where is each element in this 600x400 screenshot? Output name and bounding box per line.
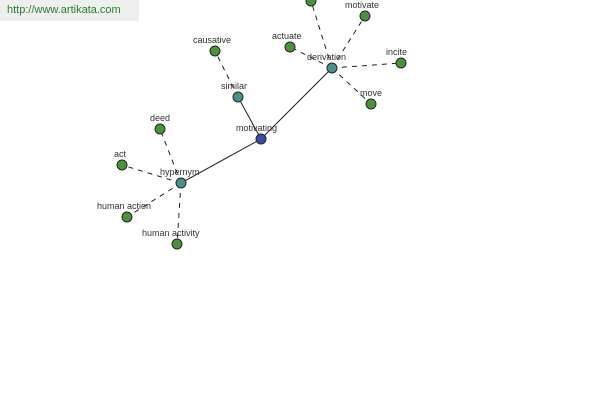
edge-hypernym-human_activity <box>176 182 182 245</box>
node-incite[interactable] <box>395 57 407 69</box>
node-human-action[interactable] <box>121 211 133 223</box>
node-label-actuate: actuate <box>272 31 302 41</box>
edge-derivation-offscreen_top <box>310 0 333 69</box>
nodes-layer <box>116 0 407 250</box>
node-label-similar: similar <box>221 81 247 91</box>
edge-derivation-move <box>331 67 372 105</box>
node-similar[interactable] <box>232 91 244 103</box>
node-human-activity[interactable] <box>171 238 183 250</box>
node-motivating[interactable] <box>255 133 267 145</box>
edge-motivating-derivation <box>260 67 333 140</box>
edge-motivating-hypernym <box>180 138 262 184</box>
node-label-incite: incite <box>386 47 407 57</box>
node-hypernym[interactable] <box>175 177 187 189</box>
node-causative[interactable] <box>209 45 221 57</box>
edge-similar-causative <box>214 50 239 98</box>
node-label-hypernym: hypernym <box>160 167 200 177</box>
node-move[interactable] <box>365 98 377 110</box>
node-label-derivation: derivation <box>307 52 346 62</box>
edge-derivation-actuate <box>289 46 333 69</box>
node-label-motivate: motivate <box>345 0 379 10</box>
node-label-motivating: motivating <box>236 123 277 133</box>
node-label-move: move <box>360 88 382 98</box>
watermark-link[interactable]: http://www.artikata.com <box>0 0 139 21</box>
node-derivation[interactable] <box>326 62 338 74</box>
node-label-causative: causative <box>193 35 231 45</box>
edge-derivation-incite <box>331 62 402 69</box>
node-offscreen-top[interactable] <box>305 0 317 7</box>
node-actuate[interactable] <box>284 41 296 53</box>
edge-hypernym-human_action <box>126 182 182 218</box>
node-label-human-activity: human activity <box>142 228 200 238</box>
node-deed[interactable] <box>154 123 166 135</box>
node-motivate[interactable] <box>359 10 371 22</box>
node-label-deed: deed <box>150 113 170 123</box>
node-act[interactable] <box>116 159 128 171</box>
edge-motivating-similar <box>237 96 262 140</box>
edge-hypernym-act <box>121 164 182 184</box>
node-label-human-action: human action <box>97 201 151 211</box>
node-label-act: act <box>114 149 127 159</box>
labels-layer: motivating similar hypernym derivation causa… <box>97 0 407 238</box>
edges-layer <box>121 0 402 245</box>
edge-derivation-motivate <box>331 15 366 69</box>
